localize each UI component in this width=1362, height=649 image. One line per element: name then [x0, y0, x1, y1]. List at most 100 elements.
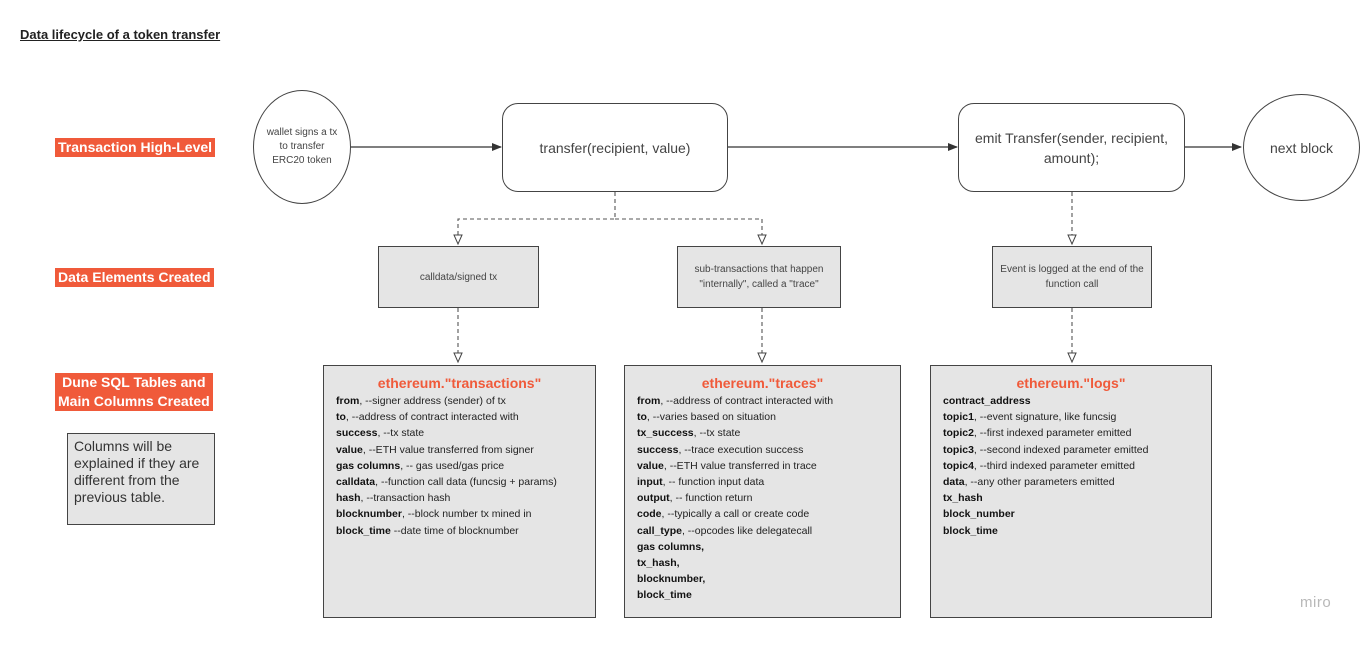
table-row: tx_success, --tx state	[637, 425, 888, 441]
column-description: , --varies based on situation	[646, 411, 776, 424]
column-name: block_number	[943, 508, 1015, 521]
column-description: , --block number tx mined in	[401, 508, 532, 521]
table-row: topic4, --third indexed parameter emitte…	[943, 458, 1199, 474]
wallet-signs-node: wallet signs a tx to transfer ERC20 toke…	[253, 90, 351, 204]
lane-label-data-elements: Data Elements Created	[55, 268, 214, 287]
column-description: , --typically a call or create code	[661, 508, 810, 521]
diagram-title: Data lifecycle of a token transfer	[20, 27, 221, 42]
table-row: data, --any other parameters emitted	[943, 474, 1199, 490]
column-name: contract_address	[943, 395, 1031, 407]
table-title: ethereum."logs"	[1016, 375, 1126, 391]
column-description: , --address of contract interacted with	[345, 411, 519, 424]
column-name: call_type	[637, 524, 682, 537]
column-name: from	[637, 395, 661, 407]
transfer-function-node: transfer(recipient, value)	[502, 103, 728, 192]
column-description: , --signer address (sender) of tx	[359, 395, 506, 407]
table-row: to, --varies based on situation	[637, 409, 888, 425]
table-row: gas columns, -- gas used/gas price	[336, 458, 583, 474]
next-block-node: next block	[1243, 94, 1360, 201]
table-traces: ethereum."traces" from, --address of con…	[624, 365, 901, 618]
column-name: gas columns,	[637, 540, 705, 553]
lane-label-tables-line2: Main Columns Created	[58, 393, 210, 409]
column-description: --date time of blocknumber	[390, 524, 519, 537]
event-element: Event is logged at the end of the functi…	[992, 246, 1152, 308]
column-name: to	[637, 411, 647, 424]
column-description: , --opcodes like delegatecall	[681, 524, 813, 537]
column-name: topic3	[943, 443, 974, 456]
column-description: , -- function return	[669, 492, 753, 505]
column-name: data	[943, 476, 965, 489]
table-row: code, --typically a call or create code	[637, 506, 888, 522]
table-row: input, -- function input data	[637, 474, 888, 490]
column-description: , -- function input data	[662, 476, 765, 489]
column-name: blocknumber,	[637, 573, 706, 586]
column-name: block_time	[336, 524, 391, 537]
column-description: , --tx state	[693, 427, 741, 440]
column-name: tx_hash	[943, 492, 983, 505]
table-row: topic2, --first indexed parameter emitte…	[943, 425, 1199, 441]
table-row: success, --tx state	[336, 425, 583, 441]
table-row: block_time --date time of blocknumber	[336, 523, 583, 539]
column-name: block_time	[637, 589, 692, 602]
table-row: success, --trace execution success	[637, 442, 888, 458]
column-description: , -- gas used/gas price	[400, 459, 505, 472]
column-description: , --ETH value transferred in trace	[663, 459, 817, 472]
table-row: value, --ETH value transferred in trace	[637, 458, 888, 474]
column-name: code	[637, 508, 662, 521]
column-description: , --address of contract interacted with	[660, 395, 834, 407]
column-description: , --ETH value transferred from signer	[362, 443, 534, 456]
column-name: tx_hash,	[637, 557, 680, 570]
column-description: , --trace execution success	[678, 443, 804, 456]
table-transactions: ethereum."transactions" from, --signer a…	[323, 365, 596, 618]
column-name: blocknumber	[336, 508, 402, 521]
column-name: success	[637, 443, 679, 456]
column-name: block_time	[943, 524, 998, 537]
column-name: topic1	[943, 411, 974, 424]
table-row: output, -- function return	[637, 490, 888, 506]
table-row: from, --address of contract interacted w…	[637, 393, 888, 409]
note-columns-explained: Columns will be explained if they are di…	[67, 433, 215, 525]
table-title: ethereum."transactions"	[377, 375, 542, 391]
table-row: blocknumber, --block number tx mined in	[336, 506, 583, 522]
lane-label-high-level: Transaction High-Level	[55, 138, 216, 157]
table-title: ethereum."traces"	[701, 375, 824, 391]
table-row: contract_address	[943, 393, 1199, 409]
column-name: tx_success	[637, 427, 694, 440]
column-name: topic2	[943, 427, 974, 440]
lane-label-tables: Dune SQL Tables and Main Columns Created	[55, 373, 213, 411]
table-row: gas columns,	[637, 539, 888, 555]
column-description: , --transaction hash	[360, 492, 451, 505]
trace-element: sub-transactions that happen "internally…	[677, 246, 841, 308]
column-description: , --second indexed parameter emitted	[973, 443, 1149, 456]
table-row: blocknumber,	[637, 571, 888, 587]
table-row: block_number	[943, 506, 1199, 522]
table-row: from, --signer address (sender) of tx	[336, 393, 583, 409]
column-name: topic4	[943, 459, 974, 472]
column-description: , --any other parameters emitted	[964, 476, 1115, 489]
arrow-transfer-to-trace	[615, 218, 767, 246]
table-row: value, --ETH value transferred from sign…	[336, 442, 583, 458]
miro-watermark: miro	[1300, 594, 1332, 611]
table-row: block_time	[637, 587, 888, 603]
column-name: gas columns	[336, 459, 401, 472]
column-name: hash	[336, 492, 361, 505]
column-name: calldata	[336, 476, 376, 489]
column-name: from	[336, 395, 360, 407]
table-row: tx_hash,	[637, 555, 888, 571]
column-name: success	[336, 427, 378, 440]
table-row: topic1, --event signature, like funcsig	[943, 409, 1199, 425]
emit-transfer-node: emit Transfer(sender, recipient, amount)…	[958, 103, 1185, 192]
table-row: topic3, --second indexed parameter emitt…	[943, 442, 1199, 458]
table-row: calldata, --function call data (funcsig …	[336, 474, 583, 490]
lane-label-tables-line1: Dune SQL Tables and	[62, 374, 206, 390]
table-row: tx_hash	[943, 490, 1199, 506]
table-row: to, --address of contract interacted wit…	[336, 409, 583, 425]
column-description: , --first indexed parameter emitted	[973, 427, 1132, 440]
column-description: , --event signature, like funcsig	[973, 411, 1117, 424]
column-name: to	[336, 411, 346, 424]
column-name: input	[637, 476, 663, 489]
column-name: value	[637, 459, 664, 472]
column-name: output	[637, 492, 670, 505]
